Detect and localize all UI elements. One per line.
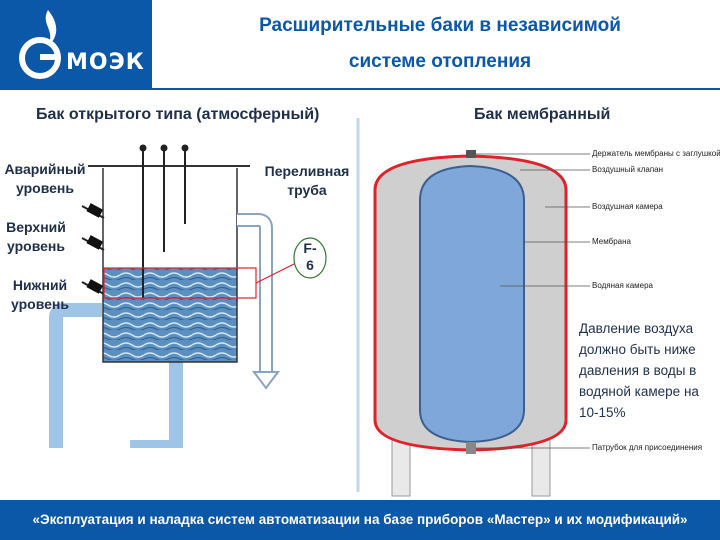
annot-membrane-holder: Держатель мембраны с заглушкой <box>592 149 720 158</box>
title-line-1: Расширительные баки в независимой <box>259 15 621 36</box>
membrane-tank-title: Бак мембранный <box>474 106 611 123</box>
flame-logo-icon <box>19 10 61 79</box>
f6-callout <box>103 237 327 299</box>
f6-badge: F- 6 <box>303 240 317 273</box>
pressure-note: Давление воздуха должно быть ниже давлен… <box>579 321 699 420</box>
support-pipe <box>49 303 183 448</box>
header-divider <box>152 88 720 90</box>
annot-air-valve: Воздушный клапан <box>592 165 664 174</box>
overflow-pipe <box>237 213 280 390</box>
water-body <box>103 268 237 362</box>
annot-connection-pipe: Патрубок для присоединения <box>592 443 703 452</box>
valve-upper <box>81 235 105 251</box>
annot-water-chamber: Водяная камера <box>592 281 654 290</box>
open-tank <box>81 144 250 363</box>
membrane <box>419 164 525 444</box>
air-valve-icon <box>466 150 476 158</box>
label-lower-level: Нижний уровень <box>11 277 69 312</box>
flow-arrow-icon <box>252 371 280 390</box>
footer: «Эксплуатация и наладка систем автоматиз… <box>0 500 720 540</box>
page-title: Расширительные баки в независимой систем… <box>160 8 720 80</box>
label-emergency-level: Аварийный уровень <box>4 161 86 196</box>
connection-pipe <box>466 442 476 454</box>
annot-air-chamber: Воздушная камера <box>592 202 663 211</box>
label-upper-level: Верхний уровень <box>6 219 66 254</box>
open-tank-title: Бак открытого типа (атмосферный) <box>36 106 320 123</box>
title-line-2: системе отопления <box>348 51 532 72</box>
footer-text: «Эксплуатация и наладка систем автоматиз… <box>32 512 688 527</box>
label-overflow-pipe: Переливная труба <box>264 163 350 198</box>
membrane-tank <box>373 150 590 497</box>
logo-text: МОЭК <box>66 50 145 75</box>
header: МОЭК Расширительные баки в независимой с… <box>0 0 720 90</box>
valve-lower <box>81 279 105 295</box>
logo: МОЭК <box>0 0 152 90</box>
annot-membrane: Мембрана <box>592 237 631 246</box>
valve-emergency <box>81 203 105 219</box>
